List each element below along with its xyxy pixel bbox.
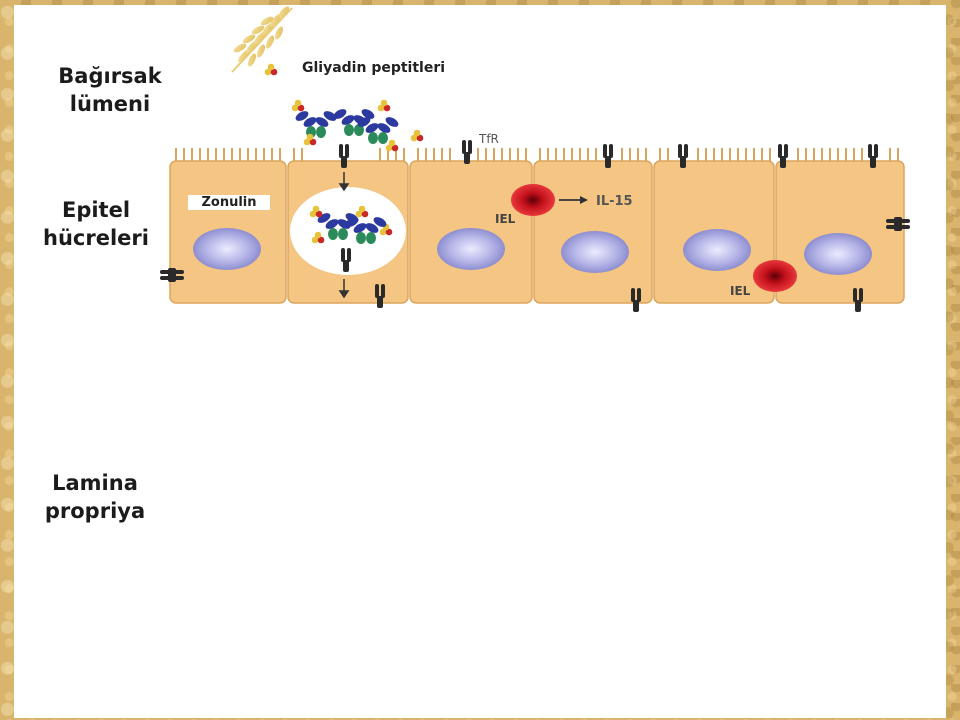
lamina-propria-label: Lamina propriya — [44, 471, 146, 523]
iel-label-1: IEL — [495, 212, 516, 226]
diagram-panel — [14, 5, 946, 718]
zonulin-label: Zonulin — [188, 195, 270, 210]
nucleus-5 — [683, 229, 751, 271]
iel-cell-1 — [511, 184, 555, 216]
nucleus-3 — [437, 228, 505, 270]
nucleus-6 — [804, 233, 872, 275]
iel-cell-2 — [753, 260, 797, 292]
nucleus-1 — [193, 228, 261, 270]
intestinal-lumen-label: Bağırsak lümeni — [58, 64, 162, 116]
secretion-arrow — [559, 196, 588, 204]
gliadin-peptide-legend-icon — [264, 63, 278, 76]
nucleus-4 — [561, 231, 629, 273]
il15-label: IL-15 — [596, 194, 633, 209]
epithelial-cells-label: Epitel hücreleri — [43, 198, 149, 250]
tfr-label: TfR — [478, 132, 499, 146]
wheat-icon — [231, 6, 293, 73]
endosome — [290, 187, 406, 275]
transcytosis-arrows — [338, 172, 350, 299]
iel-label-2: IEL — [730, 284, 751, 298]
epithelial-cell-6 — [775, 160, 905, 304]
gliadin-peptides-label: Gliyadin peptitleri — [302, 60, 445, 76]
